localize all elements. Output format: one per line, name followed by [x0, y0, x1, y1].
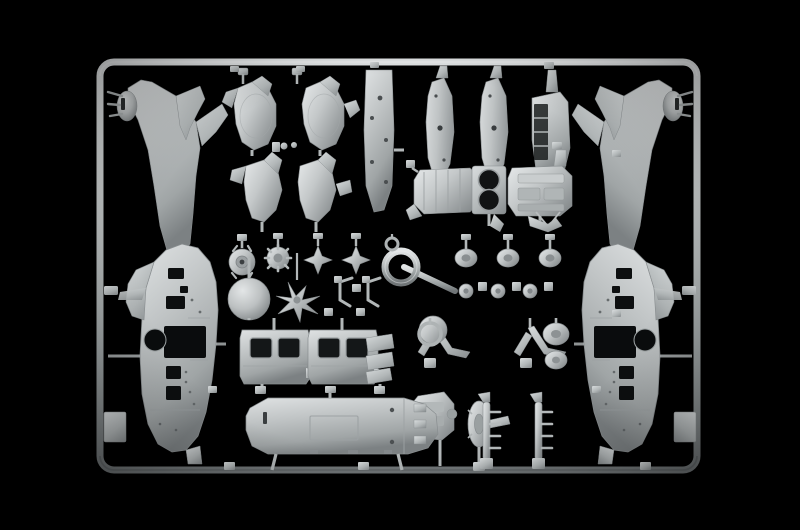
- part-step-plates: [365, 333, 395, 385]
